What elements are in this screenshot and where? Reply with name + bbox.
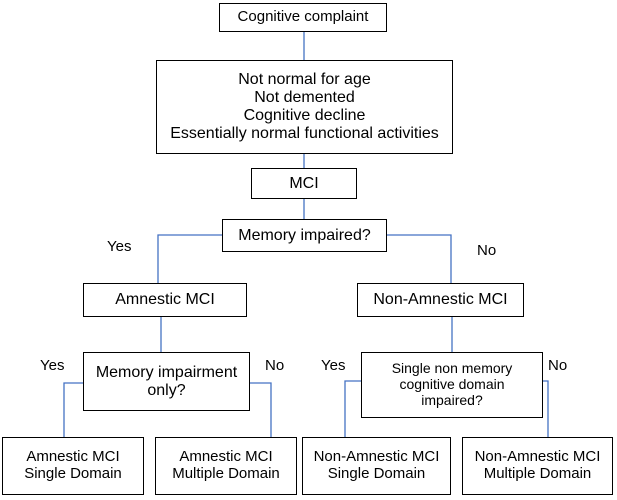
connector-memory-only-no <box>250 382 272 437</box>
node-text: Non-Amnestic MCI <box>313 448 440 466</box>
criteria-box: Not normal for age Not demented Cognitiv… <box>156 60 453 154</box>
node-text: Multiple Domain <box>172 465 280 482</box>
single-domain-question-box: Single non memory cognitive domain impai… <box>361 352 543 418</box>
edge-label-memory-only-yes: Yes <box>40 357 65 374</box>
memory-impaired-question-box: Memory impaired? <box>222 219 387 252</box>
node-text: Memory impairment <box>95 363 238 381</box>
non-amnestic-mci-box: Non-Amnestic MCI <box>357 283 524 317</box>
node-text: Memory impaired? <box>238 226 371 244</box>
node-text: Multiple Domain <box>483 465 592 482</box>
node-text: Amnestic MCI <box>26 448 120 466</box>
connector-memory-yes <box>157 234 222 283</box>
non-amnestic-single-domain-box: Non-Amnestic MCI Single Domain <box>302 437 451 495</box>
non-amnestic-multiple-domain-box: Non-Amnestic MCI Multiple Domain <box>462 437 613 495</box>
memory-impairment-only-question-box: Memory impairment only? <box>83 352 250 411</box>
node-text: Non-Amnestic MCI <box>373 291 508 309</box>
amnestic-multiple-domain-box: Amnestic MCI Multiple Domain <box>155 437 297 495</box>
connector-single-domain-no <box>543 380 549 437</box>
edge-label-single-domain-yes: Yes <box>321 357 346 374</box>
amnestic-single-domain-box: Amnestic MCI Single Domain <box>2 437 144 495</box>
node-text: Essentially normal functional activities <box>170 124 439 142</box>
connector-single-domain-yes <box>344 380 361 437</box>
edge-label-memory-no: No <box>477 242 497 259</box>
node-text: Amnestic MCI <box>179 448 273 466</box>
node-text: only? <box>147 381 186 399</box>
node-text: Cognitive decline <box>243 107 366 124</box>
node-text: impaired? <box>421 391 483 408</box>
node-text: MCI <box>289 174 319 192</box>
node-text: cognitive domain <box>399 376 505 393</box>
node-text: Single non memory <box>391 360 513 377</box>
node-text: Cognitive complaint <box>237 8 369 26</box>
connector-memory-only-yes <box>63 382 83 437</box>
connector-memory-no <box>387 234 452 283</box>
edge-label-single-domain-no: No <box>548 357 568 374</box>
mci-box: MCI <box>251 168 357 199</box>
node-text: Not demented <box>254 89 355 107</box>
edge-label-memory-only-no: No <box>265 357 285 374</box>
node-text: Not normal for age <box>238 71 371 89</box>
node-text: Amnestic MCI <box>115 291 215 309</box>
cognitive-complaint-box: Cognitive complaint <box>219 3 387 32</box>
node-text: Non-Amnestic MCI <box>474 448 601 466</box>
node-text: Single Domain <box>327 465 426 482</box>
edge-label-memory-yes: Yes <box>107 238 132 255</box>
amnestic-mci-box: Amnestic MCI <box>83 283 247 317</box>
node-text: Single Domain <box>24 465 122 482</box>
